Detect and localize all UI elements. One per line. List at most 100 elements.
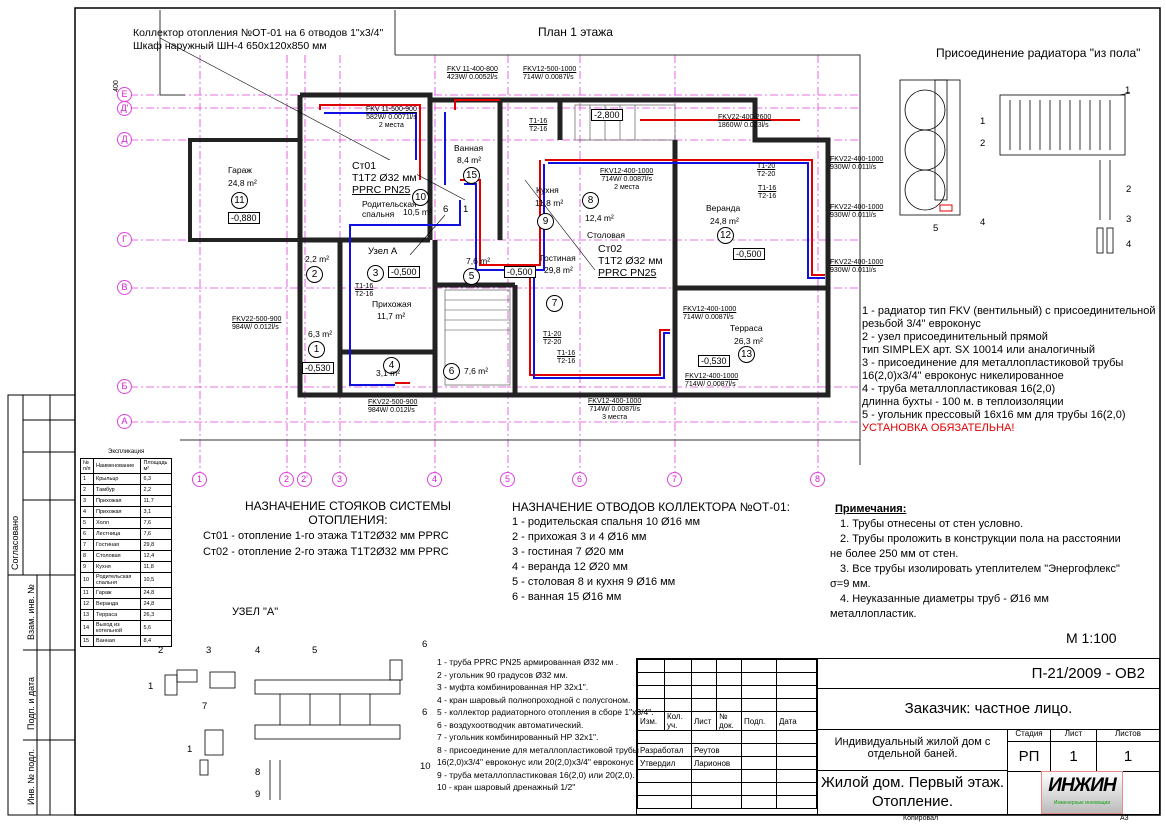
room-area: 11,8 m² [535, 198, 564, 208]
room-name: спальня [362, 209, 395, 219]
room-name: Кухня [536, 185, 559, 195]
format-label: А3 [1120, 815, 1129, 822]
explication-cell: 9 [79, 561, 95, 573]
callout: 6 [422, 707, 428, 718]
explication-cell: Крыльцо [93, 473, 142, 485]
level-mark: -0,530 [302, 362, 334, 374]
callout: 9 [255, 789, 261, 800]
explication-cell: 13 [79, 609, 95, 621]
collector-note: Коллектор отопления №ОТ-01 на 6 отводов … [133, 27, 384, 39]
radiator-connection-sketch [899, 79, 1131, 254]
explication-cell: 14 [79, 620, 95, 636]
room-area: 3,1 m² [376, 368, 401, 378]
level-mark: -0,500 [733, 248, 765, 260]
explication-cell: Столовая [93, 550, 142, 562]
room-name: Веранда [706, 203, 741, 213]
callout: 1 [148, 681, 154, 692]
explication-cell: 5 [79, 517, 95, 529]
callout: 2 [1126, 184, 1132, 195]
scale-label: М 1:100 [1066, 630, 1117, 646]
room-number: 12 [717, 227, 734, 244]
room-number: 15 [463, 167, 480, 184]
room-number: 3 [367, 265, 384, 282]
room-number: 13 [738, 346, 755, 363]
room-area: 2,2 m² [305, 254, 330, 264]
collector-branches: НАЗНАЧЕНИЕ ОТВОДОВ КОЛЛЕКТОРА №ОТ-01: 1 … [512, 500, 790, 603]
plan-title: План 1 этажа [538, 25, 613, 39]
walls [188, 92, 831, 398]
site-outline [159, 10, 861, 465]
notes-heading: Примечания: [835, 503, 907, 515]
axis-b: Б [117, 379, 132, 394]
callout: 7 [202, 701, 208, 712]
axis-a: А [117, 414, 132, 429]
logo-cell: ИНЖИН Инженерные инновации [1007, 771, 1159, 814]
explication-cell: 12 [79, 598, 95, 610]
axis-1: 1 [192, 472, 207, 487]
explication-cell: 2,2 [140, 484, 172, 496]
room-area: 12,4 m² [585, 213, 614, 223]
explication-cell: Гостиная [93, 539, 142, 551]
connection-title: Присоединение радиатора "из пола" [936, 46, 1141, 60]
inv-orig-label: Инв. № подл. [26, 748, 36, 805]
explication-cell: 10 [79, 572, 95, 588]
room-name: Ванная [454, 143, 484, 153]
explication-cell: Прихожая [93, 495, 142, 507]
explication-cell: 11 [79, 587, 95, 599]
callout: 4 [255, 645, 261, 656]
room-area: 11,7 m² [377, 311, 406, 321]
explication-cell: Выход из котельной [93, 620, 142, 636]
stage-value: РП [1008, 742, 1051, 771]
room-number: 9 [537, 213, 554, 230]
callout: 10 [420, 761, 431, 772]
explication-cell: 5,6 [140, 620, 172, 636]
explication-cell: 10,5 [140, 572, 172, 588]
explication-cell: 2 [79, 484, 95, 496]
explication-cell: 11,8 [140, 561, 172, 573]
cabinet-note: Шкаф наружный ШН-4 650х120х850 мм [133, 40, 327, 52]
explication-cell: 26,3 [140, 609, 172, 621]
explication-cell: Гараж [93, 587, 142, 599]
explication-cell: 12,4 [140, 550, 172, 562]
callout: 8 [255, 767, 261, 778]
explication-cell: 1 [79, 473, 95, 485]
room-number: 2 [306, 266, 323, 283]
explication-cell: Терраса [93, 609, 142, 621]
explication-cell: Ванная [93, 635, 142, 647]
callout: 5 [312, 645, 318, 656]
room-name: Терраса [730, 323, 763, 333]
notes-list: 1. Трубы отнесены от стен условно.2. Тру… [830, 518, 1121, 620]
level-mark: -0,500 [504, 266, 536, 278]
room-area: 6,3 m² [308, 329, 333, 339]
explication-cell: Веранда [93, 598, 142, 610]
copied-label: Копировал [903, 815, 939, 822]
explication-cell: Холл [93, 517, 142, 529]
callout: 1 [980, 116, 986, 127]
callout: 4 [980, 217, 986, 228]
callout: 2 [980, 138, 986, 149]
explication-cell: Кухня [93, 561, 142, 573]
room-area: 24,8 m² [710, 216, 739, 226]
callout: 2 [158, 645, 164, 656]
callout: 5 [933, 223, 939, 234]
